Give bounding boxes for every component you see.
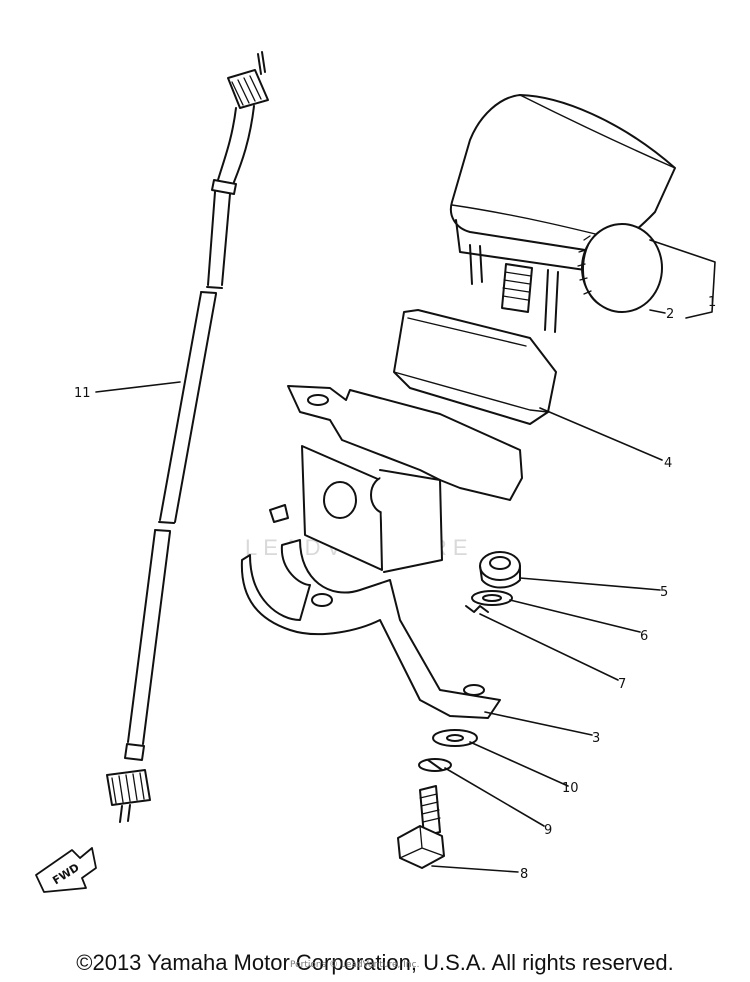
bolt-8: [397, 785, 445, 869]
exploded-parts-diagram: LEADVENTURE: [35, 51, 716, 893]
callout-6: 6: [640, 629, 648, 644]
washer-10: [432, 729, 478, 747]
callout-1: 1: [708, 295, 716, 310]
callout-7: 7: [618, 677, 626, 692]
lock-washer-9: [418, 758, 452, 772]
callout-8: 8: [520, 867, 528, 882]
callout-labels: 11 1 2 4 5 6 7 3 10 9 8: [74, 295, 716, 882]
grommet: [479, 551, 521, 589]
small-watermark: Portions © LeadVenture, Inc.: [290, 960, 420, 970]
callout-3: 3: [592, 731, 600, 746]
meter-bracket: [240, 385, 523, 719]
copyright-notice: ©2013 Yamaha Motor Corporation, U.S.A. A…: [76, 950, 674, 975]
callout-4: 4: [664, 456, 672, 471]
callout-5: 5: [660, 585, 668, 600]
speedometer-cable: [106, 51, 269, 823]
meter-cushion: [393, 309, 557, 425]
washer-6: [471, 590, 513, 606]
callout-11: 11: [74, 386, 91, 401]
clip-7: [465, 605, 489, 613]
speedometer-assembly: [450, 94, 676, 333]
leader-lines: [95, 239, 716, 873]
callout-2: 2: [666, 307, 674, 322]
callout-9: 9: [544, 823, 552, 838]
fwd-arrow-icon: FWD: [35, 847, 97, 893]
callout-10: 10: [562, 781, 579, 796]
